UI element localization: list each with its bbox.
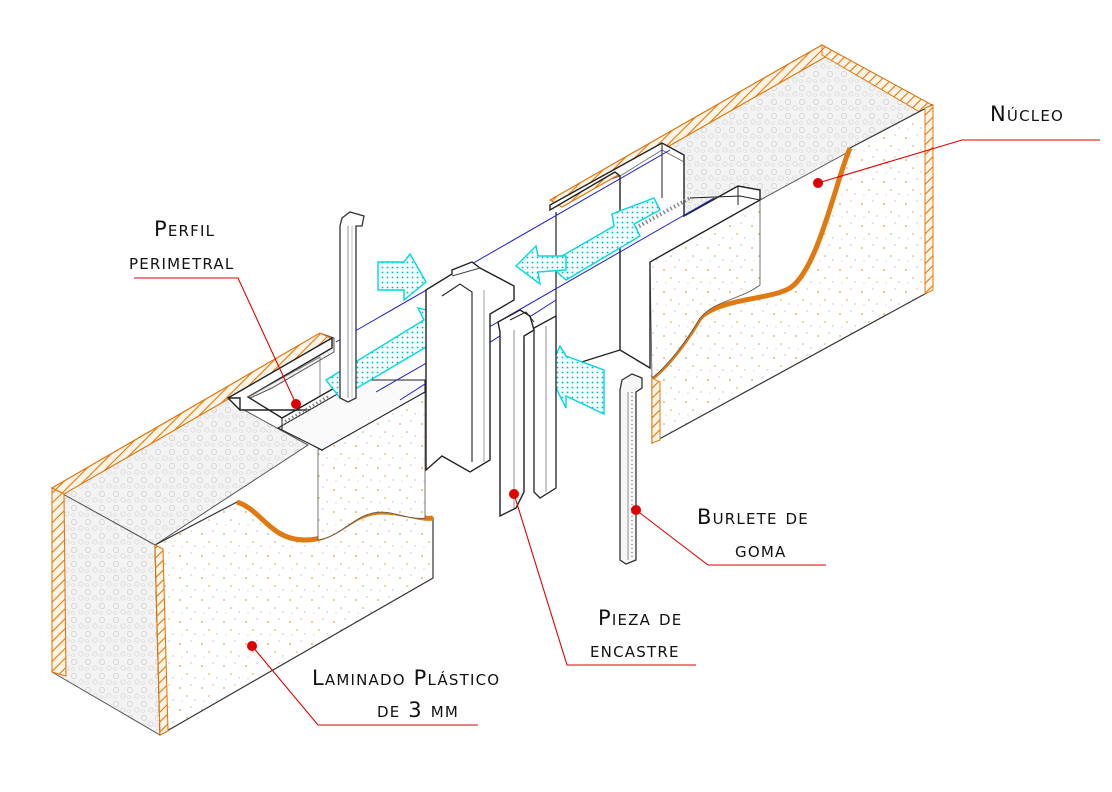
label-nucleo: Núcleo — [990, 102, 1064, 126]
leader-burlete — [635, 509, 826, 566]
arrow-left-top — [377, 252, 427, 302]
leader-laminado — [251, 645, 478, 726]
central-encastre-piece — [425, 261, 557, 518]
left-laminate-front-strip — [154, 544, 169, 736]
arrow-right-long — [546, 197, 661, 281]
marker-perfil — [291, 399, 301, 409]
label-laminado-line1: Laminado Plástico — [312, 666, 500, 690]
label-pieza-line1: Pieza de — [598, 606, 682, 630]
arrow-right-mid — [514, 244, 567, 286]
marker-laminado — [247, 641, 257, 651]
rubber-seal-lower — [619, 373, 643, 565]
marker-pieza — [509, 489, 519, 499]
leader-nucleo — [817, 139, 1100, 184]
left-panel — [50, 332, 434, 737]
label-pieza-line2: encastre — [590, 638, 680, 662]
marker-burlete — [631, 505, 641, 515]
label-perfil-line1: Perfil — [154, 217, 215, 241]
left-laminate-end-strip — [51, 487, 67, 677]
marker-nucleo — [813, 178, 823, 188]
arrow-right-lower — [547, 344, 605, 416]
right-laminate-front-strip — [924, 104, 934, 295]
leader-lines — [134, 139, 1100, 726]
label-laminado-line2: de 3 mm — [377, 698, 459, 722]
leader-perfil — [134, 277, 297, 405]
leader-pieza — [513, 493, 696, 666]
label-burlete-line2: goma — [735, 538, 786, 562]
label-burlete-line1: Burlete de — [697, 505, 809, 529]
rubber-seal-upper — [339, 211, 365, 403]
label-perfil-line2: perimetral — [129, 250, 234, 274]
leader-markers — [247, 178, 823, 651]
